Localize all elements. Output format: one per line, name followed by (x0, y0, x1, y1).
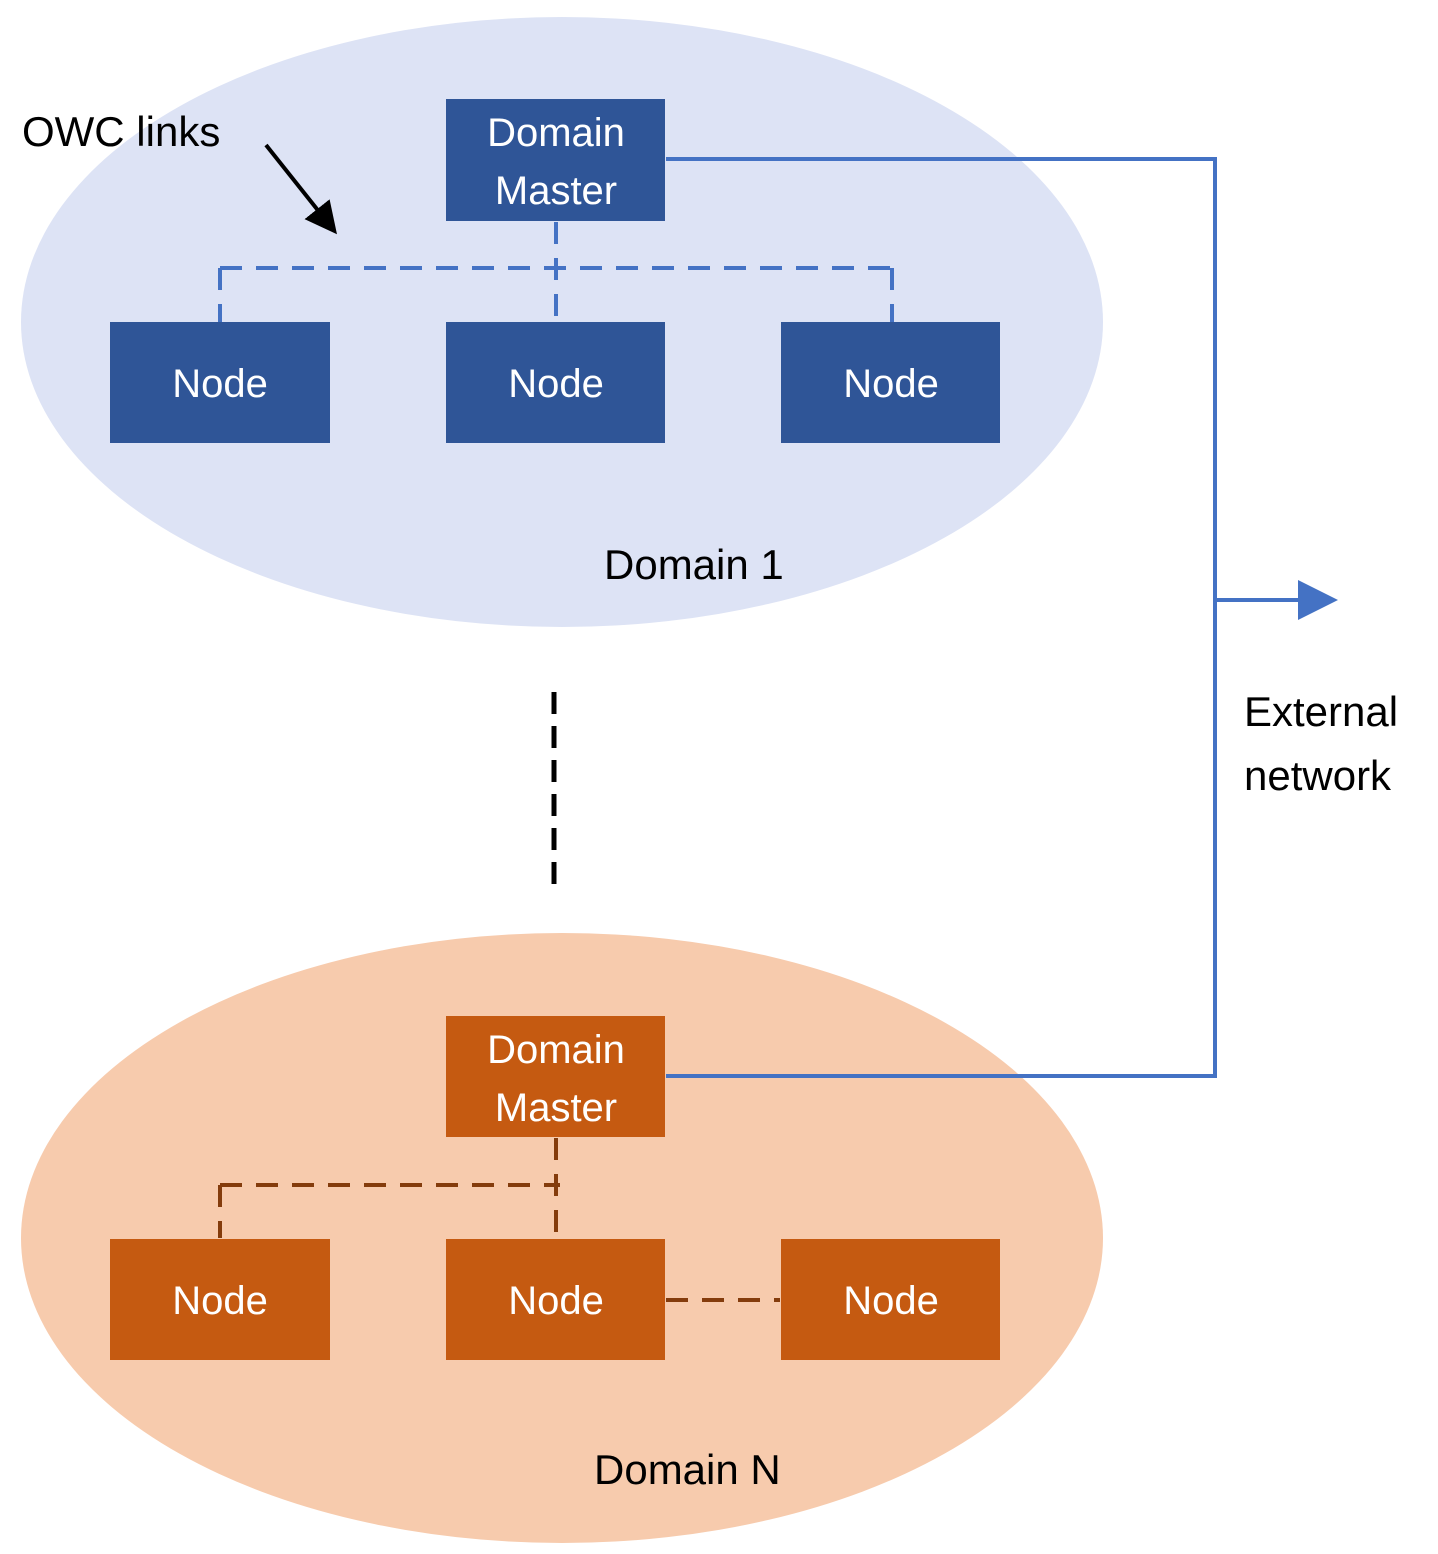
external-network-links (666, 157, 1338, 1078)
domain-1-group: Domain Master Node Node Node Domain 1 (21, 17, 1103, 627)
domain-1-label: Domain 1 (604, 541, 784, 588)
external-link-domain-1 (666, 157, 1217, 600)
domain-1-master-label-line2: Master (495, 169, 617, 213)
domain-n-node-box-3 (781, 1239, 1000, 1360)
domain-n-node-box-2 (446, 1239, 665, 1360)
domain-n-label: Domain N (594, 1446, 781, 1493)
domain-n-node-box-1 (110, 1239, 330, 1360)
domain-n-node-label-2: Node (508, 1279, 604, 1323)
owc-links-label: OWC links (22, 108, 220, 155)
domain-n-master-label-line1: Domain (487, 1028, 625, 1072)
domain-1-node-box-1 (110, 322, 330, 443)
owc-links-arrow (264, 143, 337, 235)
domain-n-node-label-1: Node (172, 1279, 268, 1323)
domain-1-node-box-3 (781, 322, 1000, 443)
external-network-label-line2: network (1244, 752, 1392, 799)
domain-1-node-label-2: Node (508, 362, 604, 406)
domain-n-node-label-3: Node (843, 1279, 939, 1323)
external-link-domain-n (666, 600, 1217, 1078)
domain-n-master-label-line2: Master (495, 1086, 617, 1130)
domain-1-owc-links (218, 222, 894, 322)
domain-1-master-label-line1: Domain (487, 111, 625, 155)
domain-n-group: Domain Master Node Node Node Domain N (21, 933, 1103, 1543)
domain-n-owc-links (218, 1138, 780, 1302)
external-network-label-line1: External (1244, 688, 1398, 735)
domain-1-master-box (446, 99, 665, 221)
domain-n-master-box (446, 1016, 665, 1137)
domain-1-node-box-2 (446, 322, 665, 443)
domain-n-area (21, 933, 1103, 1543)
domain-1-node-label-1: Node (172, 362, 268, 406)
domain-1-node-label-3: Node (843, 362, 939, 406)
